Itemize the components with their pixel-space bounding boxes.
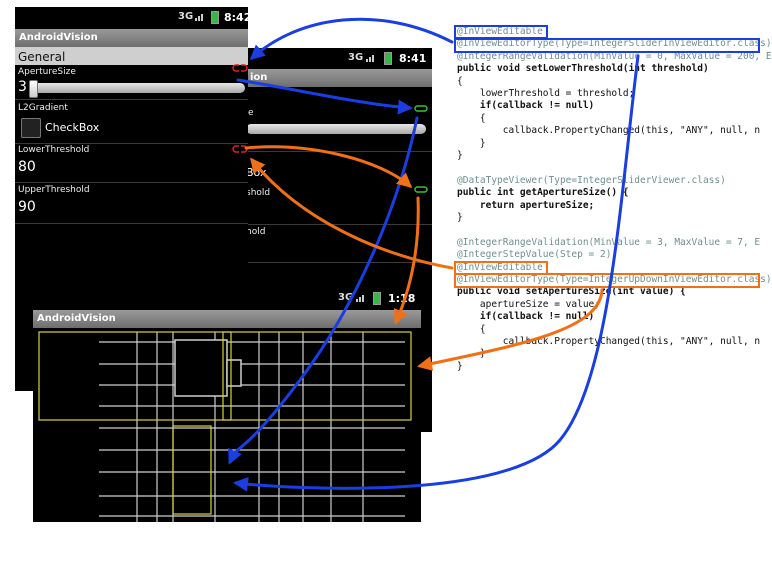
- status-time: 8:41: [399, 52, 427, 65]
- code-line: lowerThreshold = threshold;: [457, 88, 635, 99]
- battery-icon: [384, 52, 392, 65]
- code-line: {: [457, 112, 486, 124]
- app-title-bar: AndroidVision: [33, 310, 421, 328]
- divider: [15, 223, 248, 224]
- divider: [246, 262, 432, 263]
- code-line: @IntegerStepValue(Step = 2): [457, 249, 612, 261]
- code-line: apertureSize = value;: [457, 298, 600, 310]
- l2-gradient-checkbox[interactable]: [21, 118, 41, 138]
- signal-bars-icon: [366, 55, 374, 62]
- divider: [15, 143, 248, 144]
- status-bar: 3G 8:42: [15, 7, 252, 27]
- app-title: ion: [250, 72, 268, 83]
- label-fragment: e: [248, 108, 254, 118]
- green-link-icon[interactable]: [414, 186, 428, 193]
- code-line: @IntegerRangeValidation(MinValue = 0, Ma…: [457, 50, 772, 62]
- code-line: callback.PropertyChanged(this, "ANY", nu…: [457, 336, 761, 347]
- battery-icon: [373, 292, 381, 305]
- section-title: General: [18, 50, 66, 64]
- status-time: 8:42: [224, 11, 252, 24]
- code-line: return apertureSize;: [457, 199, 595, 211]
- app-title: AndroidVision: [37, 313, 116, 324]
- code-line: if(callback != null): [457, 100, 595, 112]
- app-title: AndroidVision: [19, 32, 98, 43]
- upper-threshold-label: UpperThreshold: [18, 185, 90, 195]
- label-fragment: hold: [246, 227, 266, 237]
- divider: [246, 224, 432, 225]
- phone-screen-settings: 3G 8:42 AndroidVision General ApertureSi…: [15, 7, 252, 391]
- lower-threshold-value: 80: [18, 159, 36, 175]
- code-line: public void setApertureSize(int value) {: [457, 286, 686, 298]
- section-header: General: [15, 47, 248, 65]
- upper-threshold-value: 90: [18, 199, 36, 215]
- green-link-icon[interactable]: [414, 105, 428, 112]
- code-line: }: [457, 212, 463, 223]
- app-title-bar: AndroidVision: [15, 29, 248, 47]
- signal-bars-icon: [195, 14, 203, 21]
- lower-threshold-label: LowerThreshold: [18, 145, 90, 155]
- phone-screen-camera: 3G 1:18 AndroidVision: [33, 288, 421, 522]
- code-line: @InViewEditable: [457, 261, 543, 273]
- orange-arrow-code-to-threshold: [250, 157, 454, 270]
- orange-arrow-code-to-camera: [417, 288, 604, 371]
- divider: [246, 151, 432, 152]
- aperture-size-slider[interactable]: [29, 83, 245, 93]
- code-line: @IntegerRangeValidation(MinValue = 3, Ma…: [457, 236, 761, 248]
- status-bar: 3G 1:18: [33, 288, 421, 308]
- aperture-size-value: 3: [18, 79, 27, 95]
- slider-track[interactable]: [246, 124, 426, 134]
- code-highlight-blue-editor-type: [454, 38, 760, 53]
- blue-arrow-to-settings: [249, 17, 454, 61]
- blue-arrow-slider-to-link: [236, 78, 413, 115]
- divider: [15, 182, 248, 183]
- code-line: @DataTypeViewer(Type=IntegerSliderViewer…: [457, 174, 726, 186]
- signal-3g-icon: 3G: [178, 11, 194, 22]
- label-fragment: shold: [246, 188, 271, 198]
- l2-gradient-label: L2Gradient: [18, 103, 68, 113]
- checkbox-label: CheckBox: [45, 121, 100, 134]
- code-line: if(callback != null): [457, 311, 595, 323]
- blue-arrow-link-down: [228, 116, 419, 465]
- aperture-size-slider-thumb[interactable]: [29, 80, 38, 98]
- source-code-panel: @InViewEditable@InViewEditorType(Type=In…: [457, 26, 772, 376]
- camera-edge-view: [38, 331, 412, 522]
- code-line: @InViewEditorType(Type=IntegerSliderInVi…: [457, 38, 772, 50]
- code-line: {: [457, 75, 463, 87]
- code-line: @InViewEditorType(Type=IntegerUpDownInVi…: [457, 274, 772, 285]
- signal-3g-icon: 3G: [338, 292, 354, 303]
- signal-3g-icon: 3G: [348, 52, 364, 63]
- blue-arrow-editor-type-to-camera: [233, 54, 640, 492]
- status-time: 1:18: [388, 292, 416, 305]
- app-title-bar: ion: [246, 69, 432, 87]
- code-line: }: [457, 360, 463, 372]
- orange-arrow-link-down: [393, 196, 420, 325]
- code-line: }: [457, 150, 463, 161]
- code-line: @InViewEditable: [457, 26, 543, 37]
- code-highlight-orange-editor-type: [454, 273, 760, 288]
- status-bar: 3G 8:41: [246, 48, 432, 68]
- detection-box-small: [172, 425, 212, 515]
- divider: [15, 99, 248, 100]
- code-line: public void setLowerThreshold(int thresh…: [457, 63, 709, 75]
- signal-bars-icon: [356, 295, 364, 302]
- code-line: public int getApertureSize() {: [457, 187, 629, 199]
- aperture-size-label: ApertureSize: [18, 67, 76, 77]
- code-line: }: [457, 137, 486, 149]
- code-line: callback.PropertyChanged(this, "ANY", nu…: [457, 125, 761, 137]
- battery-icon: [211, 11, 219, 24]
- orange-arrow-threshold-to-link: [244, 145, 413, 188]
- code-line: {: [457, 323, 486, 335]
- red-link-icon[interactable]: [232, 64, 248, 72]
